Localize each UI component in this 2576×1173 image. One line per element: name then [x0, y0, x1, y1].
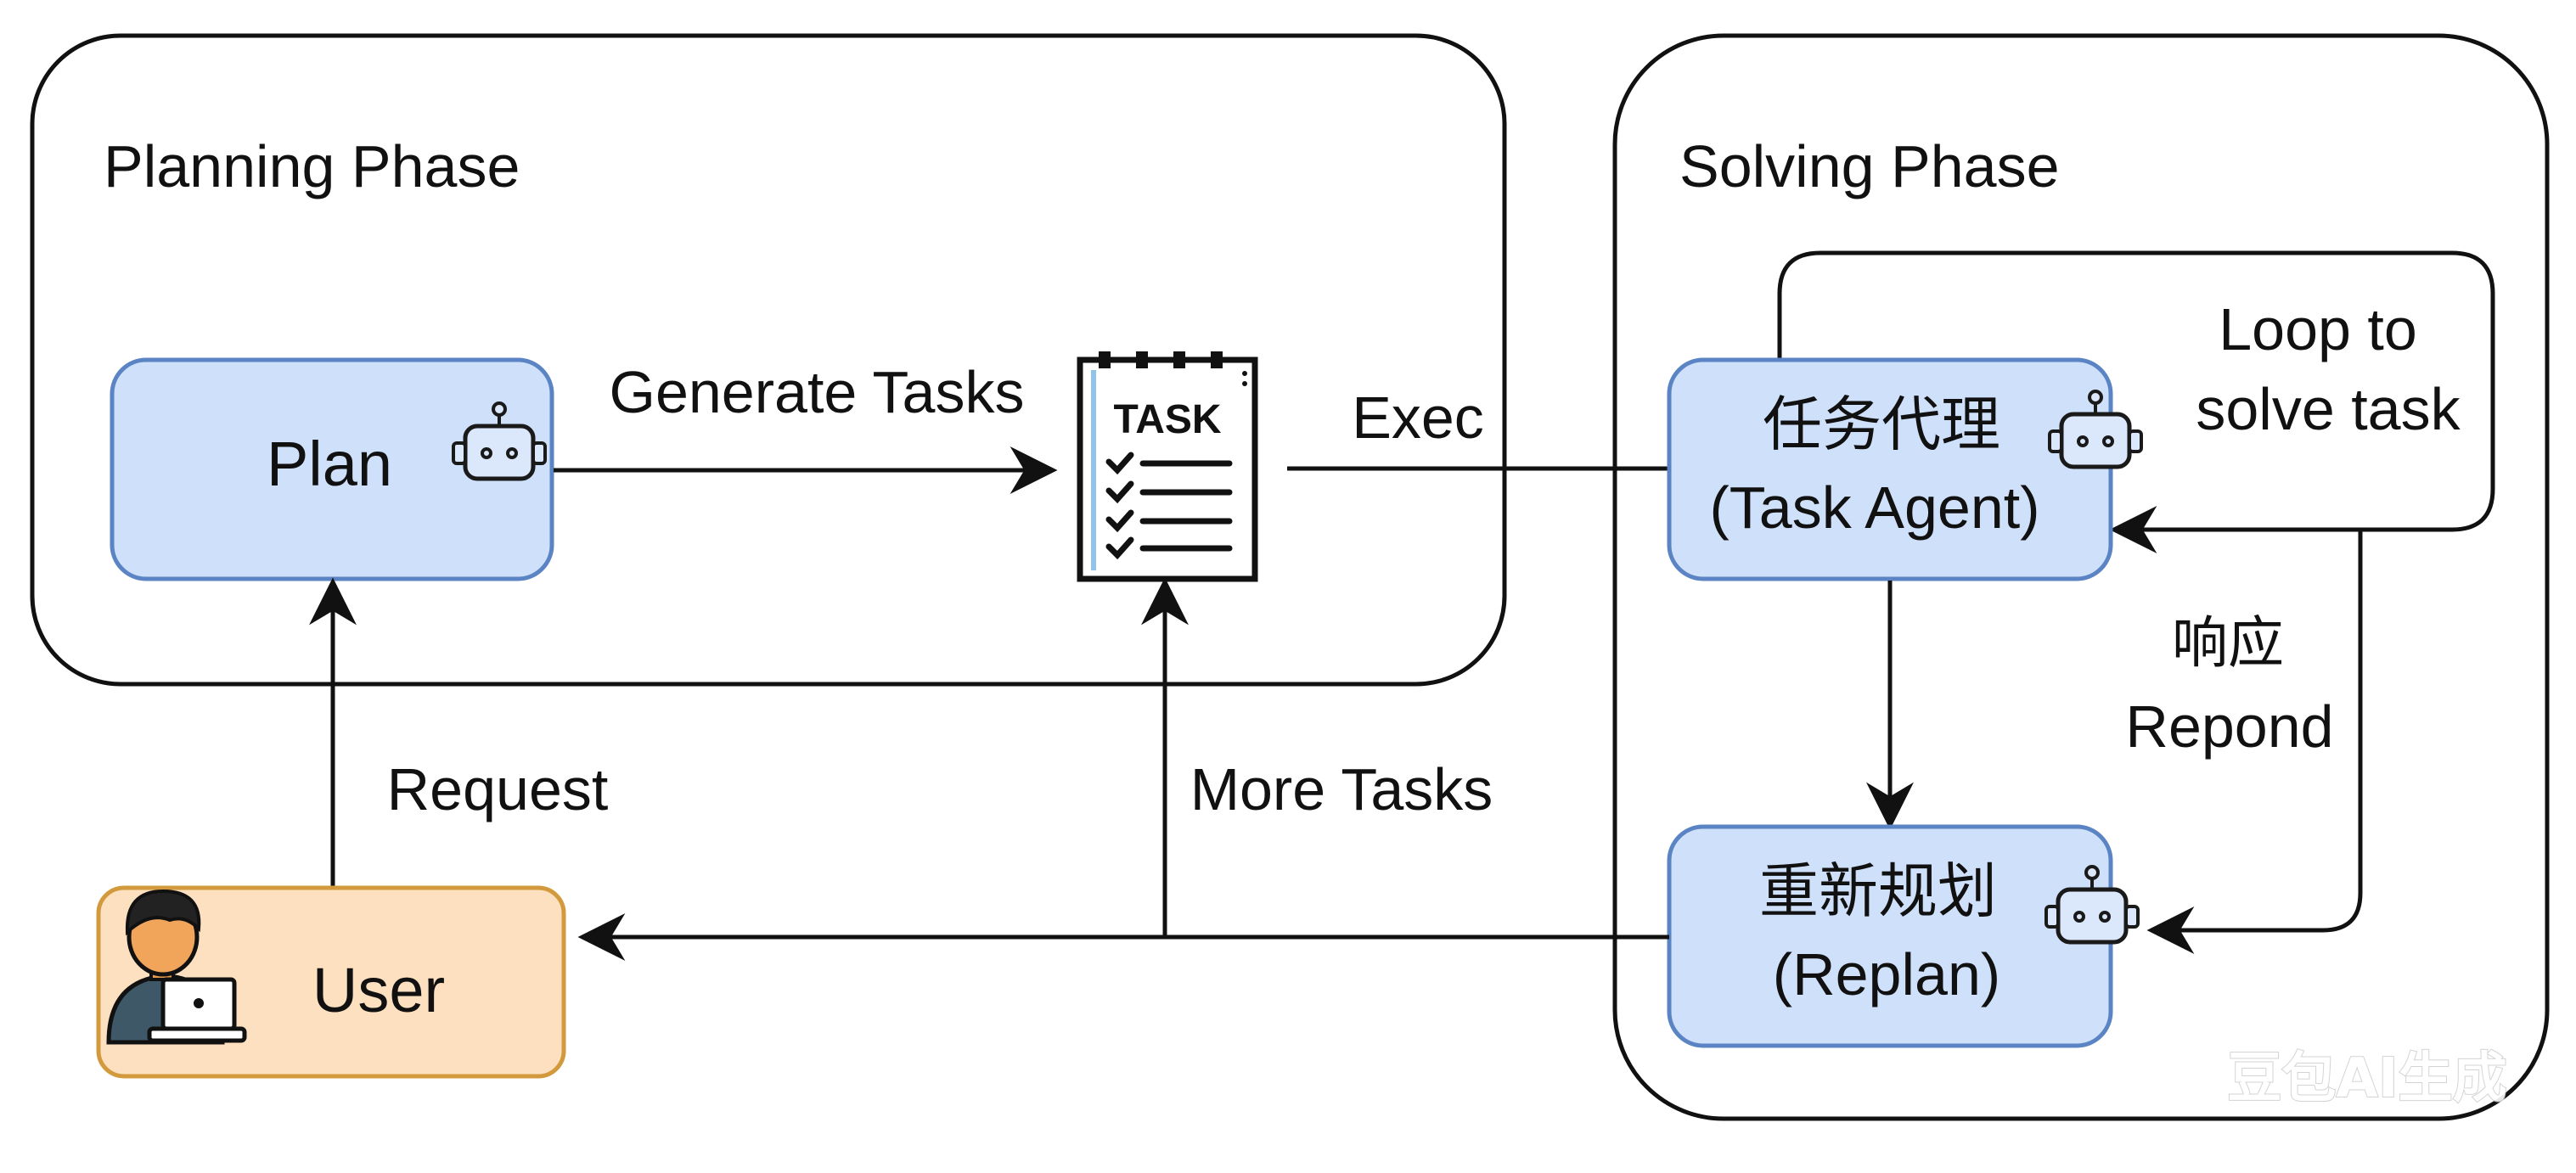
generate-tasks-label: Generate Tasks — [610, 359, 1025, 425]
more-tasks-label: More Tasks — [1190, 756, 1493, 822]
checklist-icon — [1105, 452, 1233, 560]
loop-label-line1: Loop to — [2219, 296, 2417, 362]
solving-phase-box — [1612, 33, 2550, 1121]
loop-edge — [1777, 250, 2495, 553]
user-label: User — [312, 955, 445, 1025]
task-doc-label: TASK — [1113, 397, 1221, 442]
watermark: 豆包AI生成 — [2227, 1047, 2506, 1110]
loop-label-line2: solve task — [2196, 376, 2461, 442]
plan-label: Plan — [267, 429, 392, 499]
planning-phase-title: Planning Phase — [104, 133, 520, 199]
task-agent-label-en: (Task Agent) — [1709, 474, 2039, 541]
respond-edge — [2146, 530, 2363, 954]
exec-label: Exec — [1352, 384, 1484, 451]
task-agent-node[interactable] — [1667, 357, 2113, 581]
planning-phase-box — [30, 33, 1507, 687]
task-document: TASK — [1077, 351, 1258, 582]
person-laptop-icon — [106, 889, 247, 1045]
request-label: Request — [387, 756, 609, 822]
replan-label-en: (Replan) — [1773, 941, 2000, 1007]
task-agent-label-cn: 任务代理 — [1763, 390, 2000, 459]
respond-label-line2: Repond — [2125, 693, 2333, 760]
replan-label-cn: 重新规划 — [1759, 856, 1997, 926]
solving-phase-title: Solving Phase — [1679, 133, 2060, 199]
respond-label-line1: 响应 — [2172, 610, 2284, 676]
